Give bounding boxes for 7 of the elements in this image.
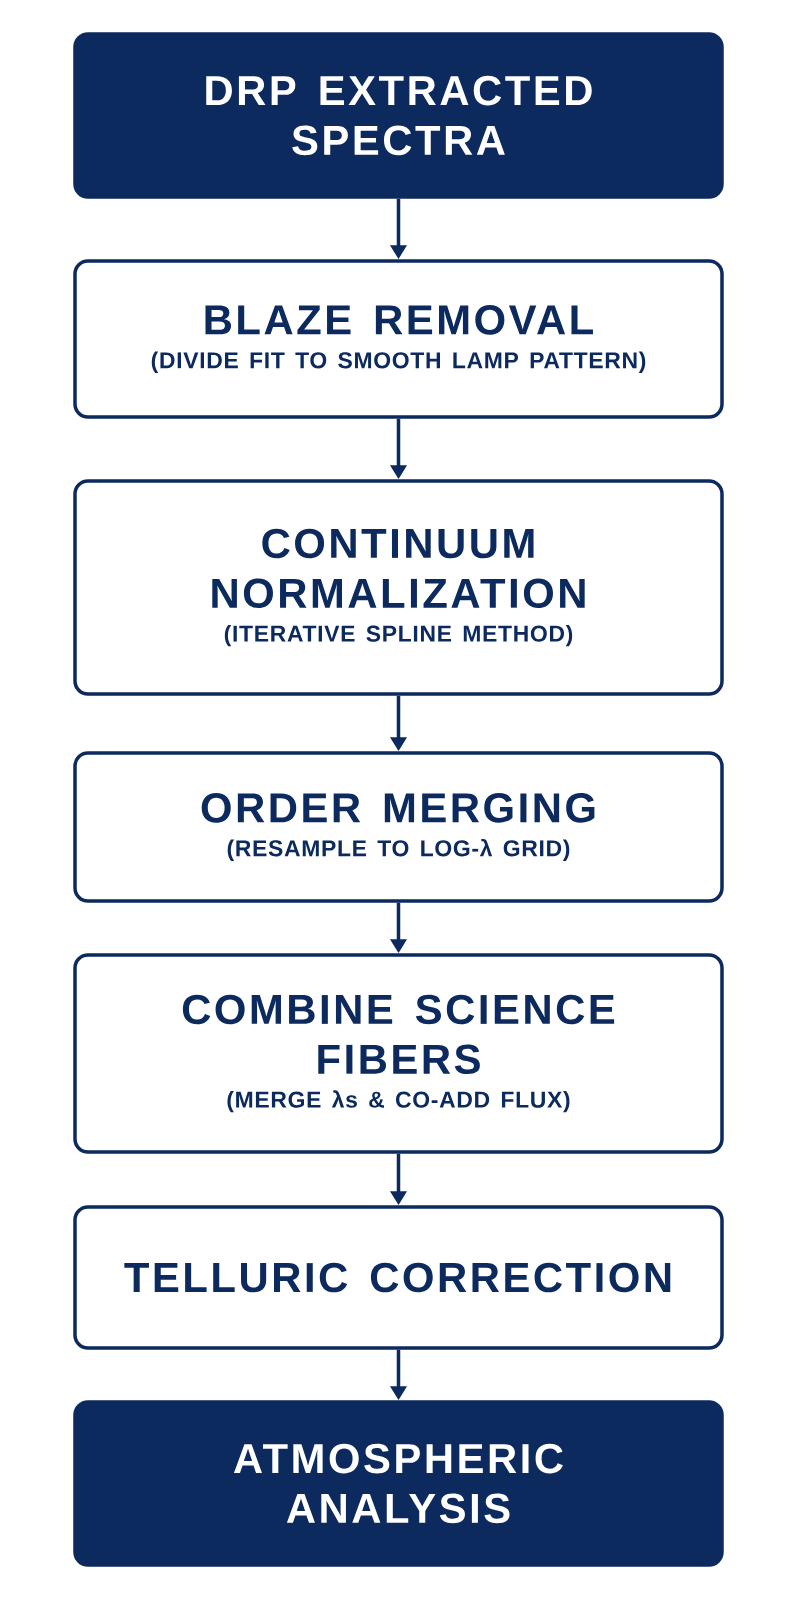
process-box: BLAZE REMOVAL (DIVIDE FIT TO SMOOTH LAMP PATTERN) — [73, 259, 724, 419]
terminal-box: ATMOSPHERIC ANALYSIS — [73, 1400, 724, 1567]
terminal-box: DRP EXTRACTED SPECTRA — [73, 32, 724, 199]
process-box: COMBINE SCIENCE FIBERS (MERGE λs & CO-ADD FLUX) — [73, 953, 724, 1154]
process-box: CONTINUUM NORMALIZATION (ITERATIVE SPLINE METHOD) — [73, 479, 724, 696]
process-box: TELLURIC CORRECTION — [73, 1205, 724, 1350]
process-box: ORDER MERGING (RESAMPLE TO LOG-λ GRID) — [73, 751, 724, 903]
